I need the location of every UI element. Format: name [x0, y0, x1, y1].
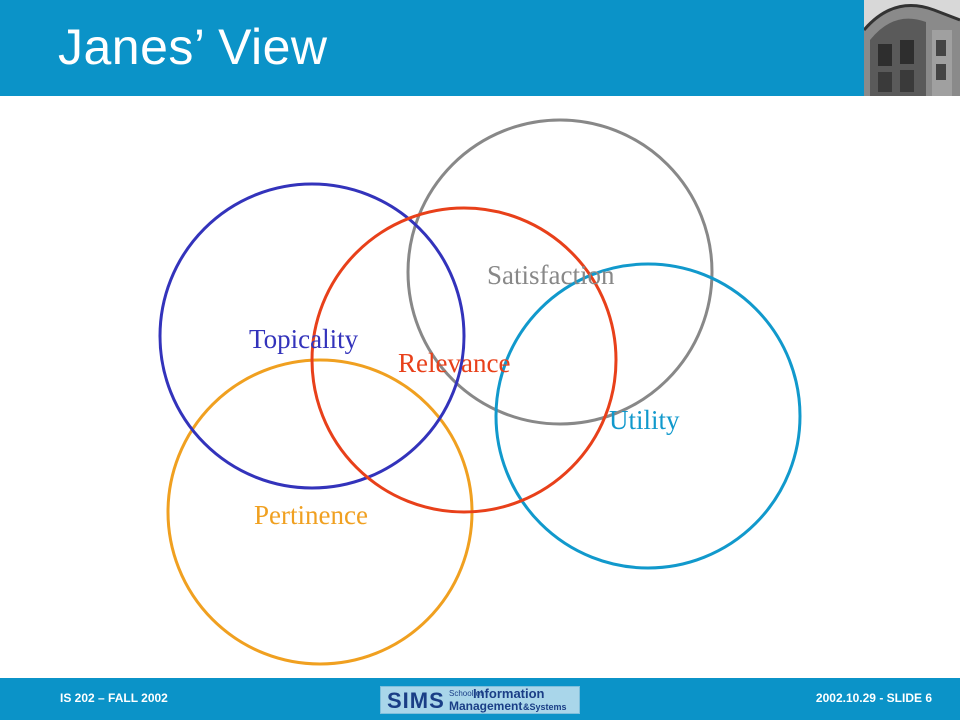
relevance-label: Relevance [398, 348, 510, 378]
utility-label: Utility [609, 405, 680, 435]
utility-circle [494, 262, 802, 570]
building-photo [864, 0, 960, 96]
building-photo-graphic [864, 0, 960, 96]
footer-bar: IS 202 – FALL 2002 SIMS School of Inform… [0, 678, 960, 720]
slide-title: Janes’ View [58, 19, 328, 75]
satisfaction-label: Satisfaction [487, 260, 615, 290]
sims-logo: SIMS School of Information Management &S… [380, 686, 580, 714]
course-label: IS 202 – FALL 2002 [60, 691, 168, 705]
relevance-circle [310, 206, 618, 514]
sims-logo-mark: SIMS [387, 688, 445, 713]
sims-logo-management: Management [449, 699, 523, 713]
sims-logo-school-of: School of [449, 689, 483, 698]
sims-logo-information: Information [473, 686, 545, 701]
topicality-label: Topicality [249, 324, 359, 354]
slide-number-label: 2002.10.29 - SLIDE 6 [815, 691, 932, 705]
pertinence-label: Pertinence [254, 500, 368, 530]
janes-view-diagram: Satisfaction Topicality Relevance Utilit… [158, 118, 802, 666]
topicality-circle [158, 182, 466, 490]
satisfaction-circle [406, 118, 714, 426]
header-bar: Janes’ View [0, 0, 960, 96]
sims-logo-systems: &Systems [523, 702, 567, 712]
